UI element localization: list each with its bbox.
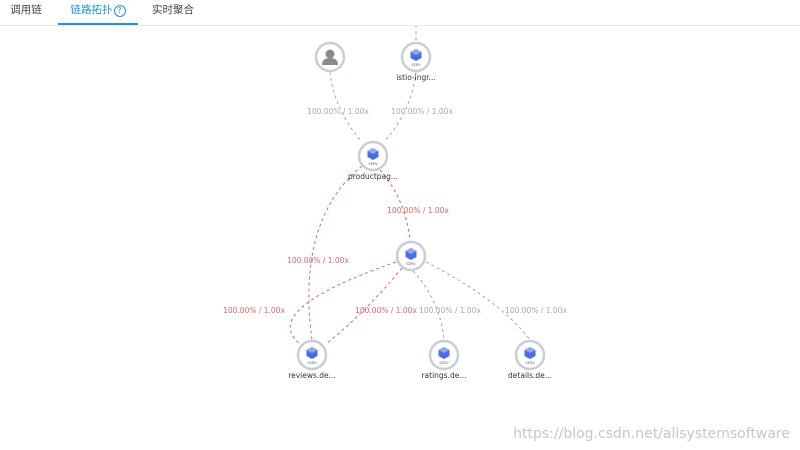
edge-reviews_mid-reviews[interactable] — [289, 261, 397, 345]
edge-label: 100.00% / 1.00x — [505, 306, 567, 315]
edge-productpage-reviews[interactable] — [308, 165, 363, 341]
edge-label: 100.00% / 1.00x — [355, 306, 417, 315]
tab-call-chain-label: 调用链 — [10, 4, 42, 16]
service-cube-top — [405, 248, 417, 254]
user-icon — [325, 49, 335, 59]
node-label: istio-ingr... — [396, 73, 436, 82]
edge-label: 100.00% / 1.00x — [419, 306, 481, 315]
node-istio[interactable]: SERV istio-ingr... — [396, 41, 436, 82]
node-ratings[interactable]: SERV ratings.de... — [421, 339, 467, 380]
edge-user-productpage[interactable] — [329, 71, 363, 143]
tab-realtime-aggregation[interactable]: 实时聚合 — [150, 0, 196, 24]
node-badge: SERV — [406, 262, 416, 266]
node-user[interactable] — [314, 41, 346, 73]
edge-reviews_mid-details[interactable] — [425, 261, 531, 341]
service-cube-top — [367, 148, 379, 154]
nodes-layer: SERVistio-ingr...SERVproductpag...SERVSE… — [288, 41, 552, 380]
node-productpage[interactable]: SERV productpag... — [348, 140, 398, 181]
edge-label: 100.00% / 1.00x — [287, 256, 349, 265]
node-details[interactable]: SERV details.de... — [508, 339, 552, 380]
node-reviews_mid[interactable]: SERV — [395, 240, 427, 272]
service-cube-top — [306, 347, 318, 353]
edges-layer — [289, 26, 531, 345]
tab-bar: 调用链 链路拓扑? 实时聚合 — [0, 0, 800, 26]
node-badge: SERV — [307, 361, 317, 365]
edge-istio-productpage[interactable] — [383, 71, 417, 143]
node-label: productpag... — [348, 172, 398, 181]
edge-label: 100.00% / 1.00x — [223, 306, 285, 315]
edge-productpage-reviews_mid[interactable] — [379, 169, 411, 242]
edge-label: 100.00% / 1.00x — [307, 107, 369, 116]
edge-reviews_mid-ratings[interactable] — [412, 270, 445, 341]
edge-reviews_mid-reviews[interactable] — [325, 267, 403, 345]
node-badge: SERV — [411, 63, 421, 67]
tab-link-topology[interactable]: 链路拓扑? — [58, 0, 138, 25]
tab-link-topology-label: 链路拓扑 — [70, 4, 113, 16]
service-cube-top — [410, 49, 422, 55]
service-cube-top — [524, 347, 536, 353]
tab-realtime-aggregation-label: 实时聚合 — [152, 4, 194, 16]
node-badge: SERV — [439, 361, 449, 365]
edge-label: 100.00% / 1.00x — [391, 107, 453, 116]
edge-label: 100.00% / 1.00x — [387, 206, 449, 215]
node-badge: SERV — [368, 162, 378, 166]
node-badge: SERV — [525, 361, 535, 365]
tab-call-chain[interactable]: 调用链 — [6, 0, 46, 24]
user-icon-body — [322, 58, 338, 65]
node-label: reviews.de... — [288, 371, 336, 380]
service-cube-top — [438, 347, 450, 353]
help-icon[interactable]: ? — [113, 5, 126, 17]
node-reviews[interactable]: SERV reviews.de... — [288, 339, 336, 380]
watermark: https://blog.csdn.net/alisystemsoftware — [513, 426, 790, 442]
node-label: ratings.de... — [421, 371, 466, 380]
node-label: details.de... — [508, 371, 552, 380]
